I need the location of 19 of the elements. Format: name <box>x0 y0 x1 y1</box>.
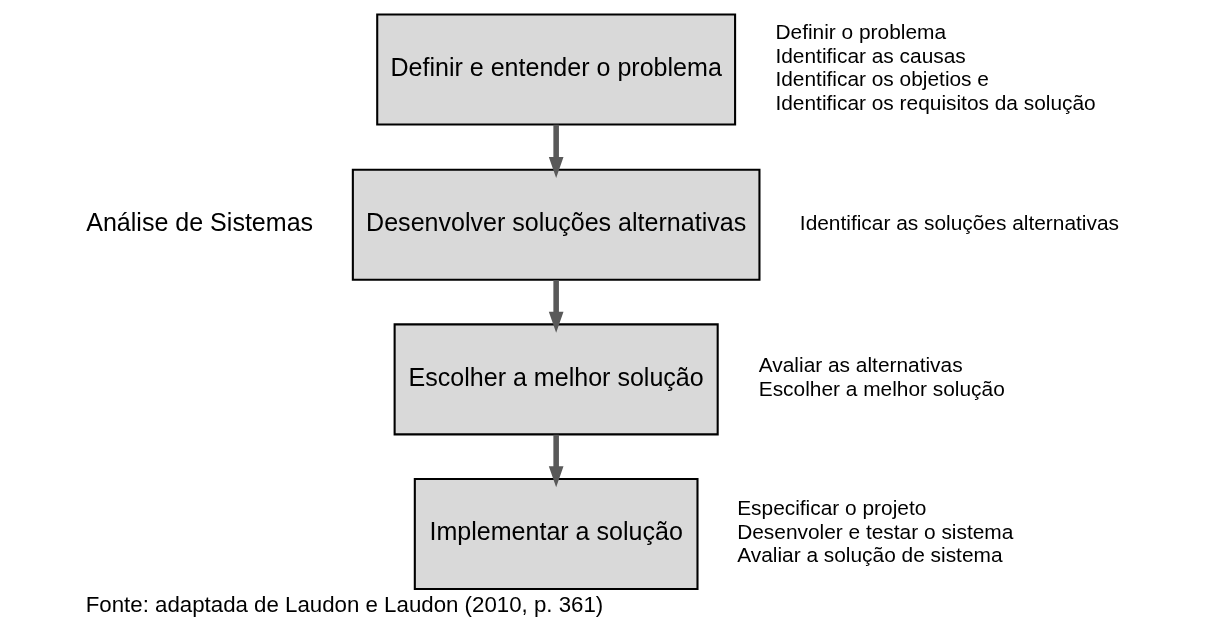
node-label: Identificar as soluções alternativas <box>799 210 1119 234</box>
node-box: Implementar a solução <box>413 477 699 590</box>
node-box: Definir e entender o problema <box>375 13 736 126</box>
arrow <box>548 434 563 488</box>
node-label: Especificar o projeto <box>736 496 926 520</box>
node-label: Identificar os objetios e <box>774 67 989 91</box>
node-label: Escolher a melhor solução <box>758 377 1005 401</box>
label: Análise de Sistemas <box>85 207 313 236</box>
node-label: Definir o problema <box>774 19 946 43</box>
node-label: Avaliar a solução de sistema <box>736 543 1003 567</box>
arrow <box>548 124 563 179</box>
node-label: Avaliar as alternativas <box>758 353 963 377</box>
node-label: Identificar os requisitos da solução <box>774 90 1096 114</box>
node-label: Desenvoler e testar o sistema <box>736 519 1013 543</box>
node-label: Identificar as causas <box>774 43 966 67</box>
arrow <box>548 280 563 333</box>
caption: Fonte: adaptada de Laudon e Laudon (2010, p. 361) <box>85 592 603 618</box>
node-box: Desenvolver soluções alternativas <box>351 168 760 281</box>
node-box: Escolher a melhor solução <box>393 323 719 436</box>
